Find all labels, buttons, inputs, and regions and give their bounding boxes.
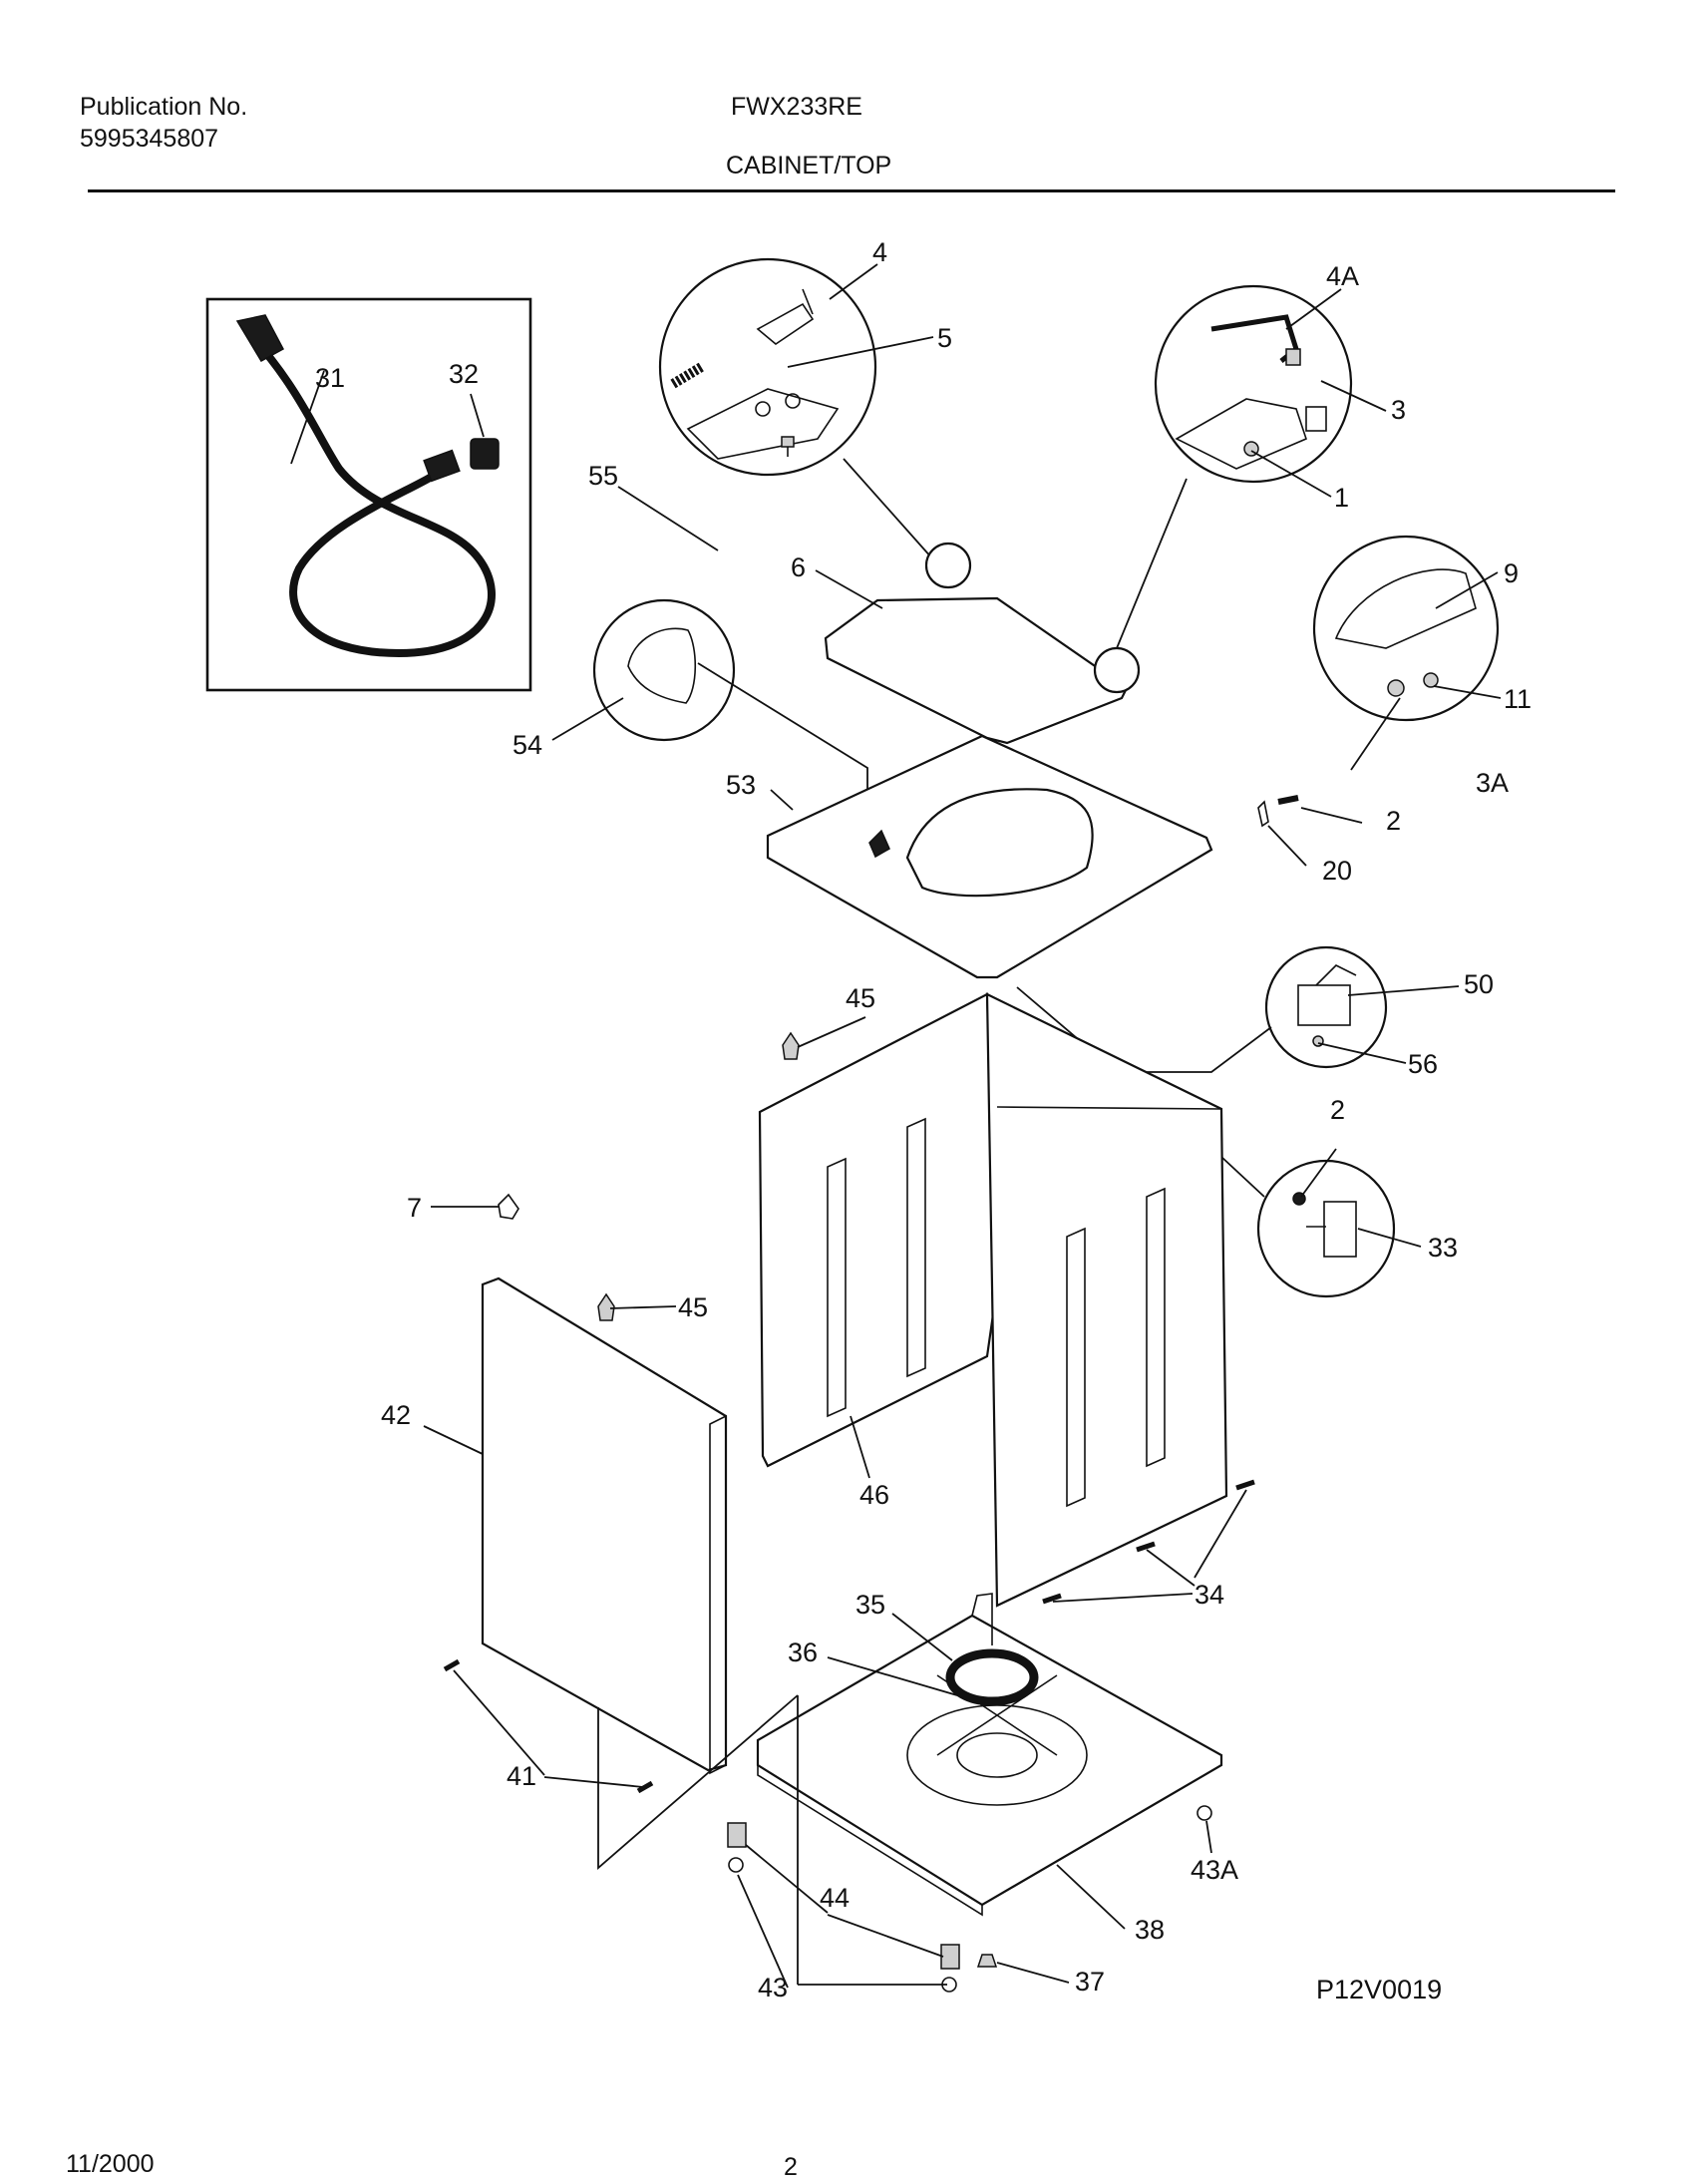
model-number: FWX233RE <box>731 93 862 121</box>
callout-leaders <box>290 263 1502 1989</box>
callout-label: 5 <box>937 323 952 353</box>
callout-label: 4A <box>1326 261 1359 291</box>
callout-label: 50 <box>1464 969 1494 999</box>
callout-labels: 4 4A 5 3 1 31 32 55 6 9 11 3A 54 53 2 20… <box>315 237 1532 2002</box>
top-screw <box>1277 795 1299 805</box>
cabinet-screw-3 <box>1042 1593 1062 1605</box>
cabinet-screw-2 <box>1136 1541 1156 1553</box>
callout-label: 4 <box>872 237 887 267</box>
detail-switch-bracket <box>1256 1159 1396 1298</box>
detail-lid-strike <box>1312 535 1500 722</box>
cord-end <box>423 449 461 483</box>
power-cord-inset <box>205 297 532 692</box>
publication-number: 5995345807 <box>80 125 219 153</box>
callout-label: 45 <box>678 1292 708 1322</box>
callout-label: 53 <box>726 770 756 800</box>
callout-label: 44 <box>820 1883 850 1913</box>
leg-nut-left <box>728 1857 744 1873</box>
lid-spring <box>670 361 706 389</box>
callout-label: 37 <box>1075 1967 1105 1997</box>
detail-lid-switch <box>1264 945 1388 1069</box>
callout-label: 11 <box>1504 684 1532 714</box>
callout-label: 42 <box>381 1400 411 1430</box>
publication-label: Publication No. <box>80 93 248 121</box>
callout-label: 2 <box>1330 1095 1345 1125</box>
callout-label: 33 <box>1428 1233 1458 1263</box>
callout-label: 43 <box>758 1973 788 2002</box>
diagram-code: P12V0019 <box>1316 1975 1442 2004</box>
hinge-screw-clip <box>1257 800 1269 828</box>
callout-label: 45 <box>846 983 875 1013</box>
callout-label: 3A <box>1476 768 1509 798</box>
power-cord <box>251 336 496 658</box>
cabinet-top <box>766 734 1213 979</box>
detail-lid-bumper <box>592 598 736 742</box>
detail-hinge-left <box>658 257 877 477</box>
callout-label: 34 <box>1195 1580 1224 1610</box>
cabinet-clip <box>782 1031 800 1060</box>
callout-label: 35 <box>855 1590 885 1620</box>
front-panel <box>481 1276 728 1775</box>
leveling-leg-right <box>940 1944 960 1970</box>
callout-label: 9 <box>1504 558 1519 588</box>
lid <box>824 542 1141 745</box>
callout-label: 20 <box>1322 856 1352 886</box>
cord-plug <box>235 314 285 363</box>
footer-page-number: 2 <box>784 2153 798 2181</box>
panel-screw-1 <box>443 1658 461 1672</box>
leg-nut-rear <box>1196 1805 1212 1821</box>
strain-relief <box>470 438 500 470</box>
callout-label: 55 <box>588 461 618 491</box>
callout-label: 7 <box>407 1193 422 1223</box>
cabinet-clip-front <box>597 1292 615 1321</box>
callout-label: 31 <box>315 363 345 393</box>
callout-label: 43A <box>1191 1855 1238 1885</box>
footer-date: 11/2000 <box>66 2150 155 2178</box>
callout-label: 2 <box>1386 806 1401 836</box>
callout-label: 38 <box>1135 1915 1165 1945</box>
callout-label: 32 <box>449 359 479 389</box>
callout-label: 41 <box>507 1761 536 1791</box>
panel-clip <box>498 1193 519 1220</box>
callout-label: 6 <box>791 552 806 582</box>
tub-seal <box>945 1648 1039 1706</box>
leveling-leg-left <box>727 1822 747 1848</box>
panel-screw-2 <box>636 1780 654 1794</box>
section-title: CABINET/TOP <box>726 152 892 180</box>
base <box>756 1593 1223 1917</box>
cabinet-screw-1 <box>1235 1479 1255 1491</box>
callout-label: 1 <box>1334 483 1349 513</box>
callout-label: 46 <box>859 1480 889 1510</box>
callout-label: 56 <box>1408 1049 1438 1079</box>
callout-label: 3 <box>1391 395 1406 425</box>
header-rule <box>88 189 1615 192</box>
callout-label: 36 <box>788 1637 818 1667</box>
rear-glide <box>976 1954 998 1968</box>
callout-label: 54 <box>512 730 542 760</box>
cabinet <box>758 992 1228 1608</box>
